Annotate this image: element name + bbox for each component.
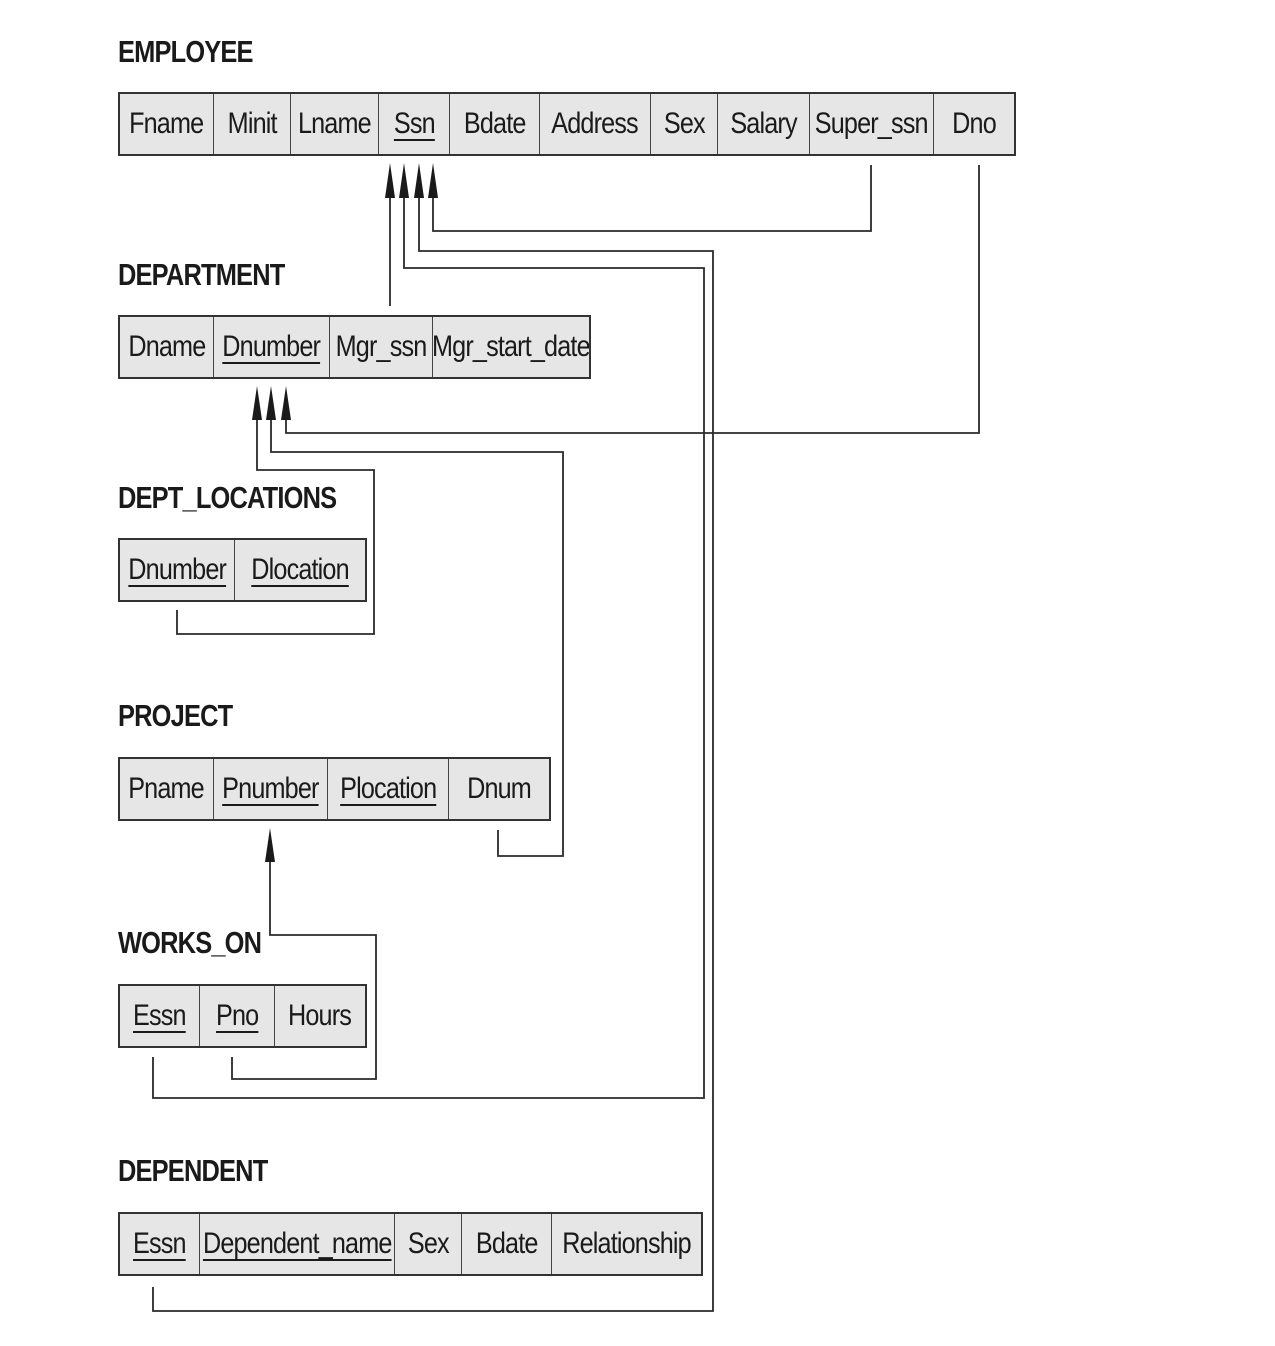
arrowhead-dnumber-3 — [281, 386, 291, 420]
dependent-attr-bdate: Bdate — [462, 1214, 552, 1274]
dependent-attr-sex: Sex — [395, 1214, 462, 1274]
employee-attr-fname: Fname — [120, 94, 214, 154]
project-attr-plocation: Plocation — [328, 759, 449, 819]
works-on-attr-essn: Essn — [120, 986, 200, 1046]
dept-locations-attr-dnumber: Dnumber — [120, 540, 235, 600]
arrowhead-ssn-3 — [414, 163, 424, 198]
department-attr-mgr-start-date: Mgr_start_date — [433, 330, 589, 363]
employee-title: EMPLOYEE — [118, 34, 254, 69]
works-on-relation: Essn Pno Hours — [118, 984, 367, 1048]
project-attr-dnum: Dnum — [467, 772, 532, 805]
arrowhead-ssn-2 — [399, 163, 409, 198]
arrowhead-ssn-4 — [428, 163, 438, 198]
works-on-attr-hours: Hours — [288, 999, 352, 1032]
dependent-attr-essn: Essn — [120, 1214, 200, 1274]
dept-locations-relation: Dnumber Dlocation — [118, 538, 367, 602]
dependent-title: DEPENDENT — [118, 1153, 268, 1188]
dependent-attr-relationship: Relationship — [562, 1227, 691, 1260]
employee-attr-minit: Minit — [214, 94, 291, 154]
project-relation: Pname Pnumber Plocation Dnum — [118, 757, 551, 821]
arrowhead-ssn-1 — [385, 163, 395, 198]
arrowhead-pnumber — [265, 828, 275, 862]
dependent-attr-dependent-name: Dependent_name — [200, 1214, 395, 1274]
department-attr-mgr-ssn: Mgr_ssn — [330, 317, 433, 377]
employee-relation: Fname Minit Lname Ssn Bdate Address Sex … — [118, 92, 1016, 156]
project-title: PROJECT — [118, 698, 233, 733]
department-relation: Dname Dnumber Mgr_ssn Mgr_start_date — [118, 315, 591, 379]
employee-attr-salary: Salary — [718, 94, 810, 154]
department-attr-dnumber: Dnumber — [214, 317, 330, 377]
employee-attr-dno: Dno — [952, 107, 997, 140]
employee-attr-ssn: Ssn — [379, 94, 450, 154]
employee-attr-sex: Sex — [651, 94, 718, 154]
dept-locations-attr-dlocation: Dlocation — [251, 553, 349, 586]
link-super-ssn-to-ssn — [432, 165, 872, 232]
employee-attr-super-ssn: Super_ssn — [810, 94, 934, 154]
employee-attr-bdate: Bdate — [450, 94, 540, 154]
project-attr-pname: Pname — [120, 759, 214, 819]
dependent-relation: Essn Dependent_name Sex Bdate Relationsh… — [118, 1212, 703, 1276]
department-title: DEPARTMENT — [118, 257, 285, 292]
employee-attr-lname: Lname — [291, 94, 379, 154]
dept-locations-title: DEPT_LOCATIONS — [118, 480, 337, 515]
project-attr-pnumber: Pnumber — [214, 759, 328, 819]
arrowhead-dnumber-1 — [252, 386, 262, 420]
arrowhead-dnumber-2 — [266, 386, 276, 420]
works-on-title: WORKS_ON — [118, 925, 262, 960]
employee-attr-address: Address — [540, 94, 651, 154]
works-on-attr-pno: Pno — [200, 986, 275, 1046]
link-dno-to-dnumber — [285, 165, 980, 434]
department-attr-dname: Dname — [120, 317, 214, 377]
